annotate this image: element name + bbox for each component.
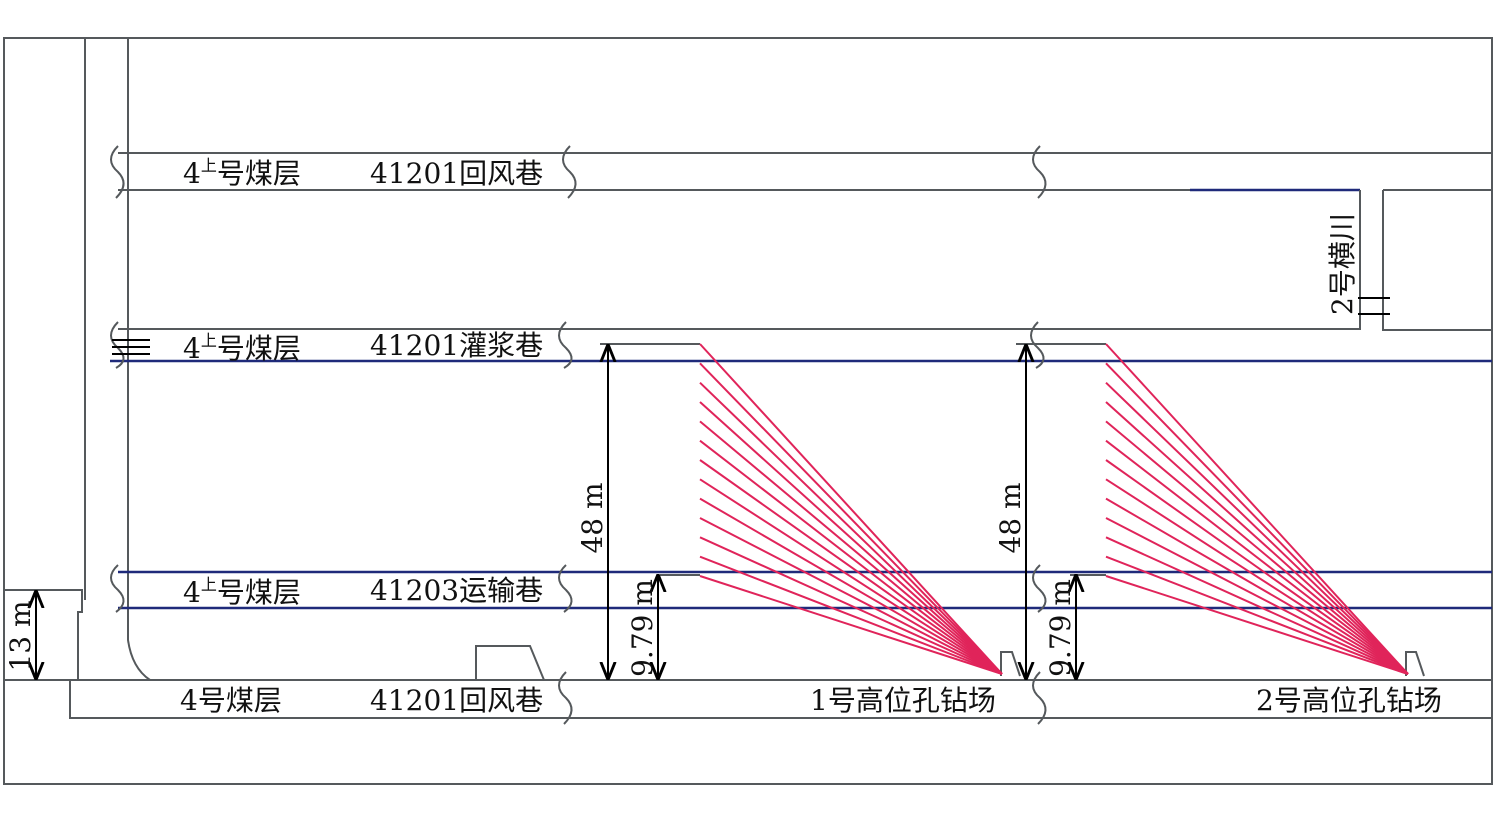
site1-borehole-2 (699, 362, 1003, 675)
site1-borehole-8 (699, 478, 1003, 675)
roadway-name-r3: 41203运输巷 (370, 574, 543, 607)
site2-borehole-11 (1105, 536, 1409, 675)
site2-borehole-12 (1105, 555, 1409, 675)
crosscut-2 (1358, 189, 1492, 331)
roadway-name-r4: 41201回风巷 (370, 684, 543, 717)
dim-label-site2-48m: 48 m (994, 482, 1027, 553)
seam-label-r2: 4上号煤层 (183, 331, 301, 365)
site1-borehole-12 (699, 555, 1003, 675)
site2-borehole-1 (1105, 343, 1409, 675)
site1-borehole-1 (699, 343, 1003, 675)
drill-site-1 (600, 343, 1021, 677)
site1-borehole-13 (699, 575, 1003, 675)
outer-frame (3, 37, 1493, 785)
roadway-name-r1: 41201回风巷 (370, 157, 543, 190)
site1-borehole-11 (699, 536, 1003, 675)
site2-borehole-4 (1105, 401, 1409, 675)
site2-borehole-13 (1105, 575, 1409, 675)
seam-label-r3: 4上号煤层 (183, 575, 301, 609)
site2-borehole-7 (1105, 459, 1409, 675)
roadway-41201-grouting (110, 321, 1492, 369)
site2-borehole-2 (1105, 362, 1409, 675)
site2-borehole-3 (1105, 381, 1409, 675)
site1-borehole-3 (699, 381, 1003, 675)
site2-borehole-9 (1105, 497, 1409, 675)
drill-site-2-label: 2号高位孔钻场 (1256, 684, 1442, 717)
site1-borehole-7 (699, 459, 1003, 675)
site1-borehole-6 (699, 439, 1003, 675)
dim-label-site2-979m: 9.79 m (1044, 579, 1077, 677)
left-shaft (4, 38, 151, 681)
site1-borehole-10 (699, 517, 1003, 675)
site2-borehole-10 (1105, 517, 1409, 675)
borehole-fan-2 (1105, 343, 1409, 675)
roadway-41201-return-top (110, 145, 1492, 199)
site1-borehole-9 (699, 497, 1003, 675)
dim-label-site1-48m: 48 m (576, 482, 609, 553)
drill-site-1-label: 1号高位孔钻场 (810, 684, 996, 717)
roadway-name-r2: 41201灌浆巷 (370, 329, 543, 362)
roadway-41201-return-bottom (4, 645, 1492, 725)
seam-label-r4: 4号煤层 (180, 684, 282, 717)
site2-borehole-8 (1105, 478, 1409, 675)
site2-borehole-6 (1105, 439, 1409, 675)
drill-site-2 (1016, 343, 1425, 677)
dim-label-site1-979m: 9.79 m (626, 579, 659, 677)
site1-borehole-4 (699, 401, 1003, 675)
borehole-fan-1 (699, 343, 1003, 675)
crosscut-label: 2号横川 (1326, 213, 1359, 315)
dim-label-13m: 13 m (4, 600, 37, 671)
seam-label-r1: 4上号煤层 (183, 156, 301, 190)
site1-borehole-5 (699, 420, 1003, 675)
site2-borehole-5 (1105, 420, 1409, 675)
